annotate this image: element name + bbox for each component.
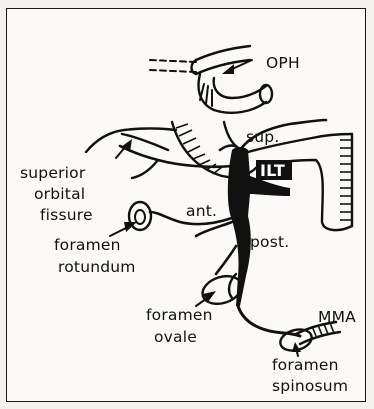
label-rotundum-line2: rotundum — [58, 258, 136, 276]
label-spinosum-line1: foramen — [272, 356, 339, 374]
label-ovale-line1: foramen — [146, 306, 213, 324]
label-ovale-line2: ovale — [154, 328, 197, 346]
label-sof-line2: orbital — [34, 185, 85, 203]
label-post: post. — [250, 233, 289, 251]
label-sof-line3: fissure — [40, 206, 93, 224]
label-spinosum-line2: spinosum — [272, 377, 348, 395]
label-sup: sup. — [246, 128, 279, 146]
label-rotundum-line1: foramen — [54, 236, 121, 254]
label-sof-line1: superior — [20, 164, 86, 182]
label-ilt: ILT — [260, 161, 285, 180]
inferolateral-trunk — [220, 120, 326, 336]
label-ant: ant. — [186, 202, 217, 220]
label-mma: MMA — [318, 308, 356, 326]
ophthalmic-artery — [150, 46, 272, 113]
label-oph: OPH — [266, 54, 300, 72]
mma-vessel — [278, 322, 340, 354]
